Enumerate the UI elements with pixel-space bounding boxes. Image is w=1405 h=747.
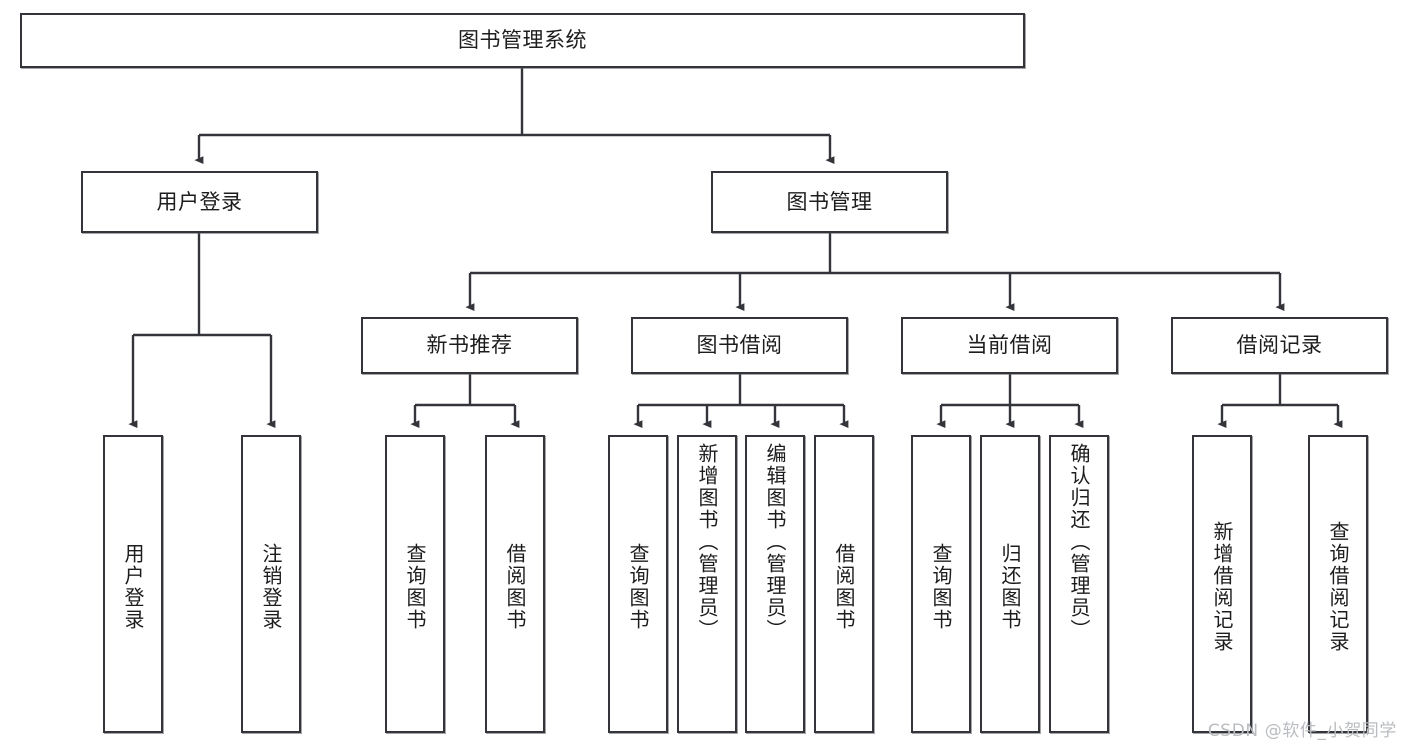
node-label: 借阅记录 [1236, 333, 1323, 358]
node-label: 借阅图书 [832, 543, 856, 631]
node-label: 当前借阅 [966, 333, 1053, 358]
node-book-management[interactable]: 图书管理 [711, 171, 948, 233]
node-label: 新增图书（管理员） [695, 443, 719, 641]
node-label: 新书推荐 [426, 333, 513, 358]
node-leaf-user-login[interactable]: 用户登录 [103, 435, 163, 733]
node-leaf-edit-book-admin[interactable]: 编辑图书（管理员） [745, 435, 805, 733]
node-label: 用户登录 [156, 189, 243, 214]
node-user-login[interactable]: 用户登录 [81, 171, 318, 233]
node-leaf-confirm-return-admin[interactable]: 确认归还（管理员） [1049, 435, 1109, 733]
node-leaf-borrow-search-book[interactable]: 查询图书 [608, 435, 668, 733]
node-label: 查询借阅记录 [1326, 521, 1350, 653]
node-label: 归还图书 [998, 543, 1022, 631]
node-borrow-record[interactable]: 借阅记录 [1171, 317, 1388, 374]
node-label: 图书管理系统 [458, 28, 587, 53]
node-new-book-recommend[interactable]: 新书推荐 [361, 317, 578, 374]
node-label: 借阅图书 [503, 543, 527, 631]
node-leaf-recommend-borrow-book[interactable]: 借阅图书 [485, 435, 545, 733]
node-leaf-add-book-admin[interactable]: 新增图书（管理员） [677, 435, 737, 733]
node-label: 注销登录 [259, 543, 283, 631]
node-label: 查询图书 [929, 543, 953, 631]
node-leaf-add-borrow-record[interactable]: 新增借阅记录 [1192, 435, 1252, 733]
node-current-borrow[interactable]: 当前借阅 [901, 317, 1118, 374]
node-leaf-current-search-book[interactable]: 查询图书 [911, 435, 971, 733]
node-label: 确认归还（管理员） [1067, 443, 1091, 641]
node-label: 查询图书 [626, 543, 650, 631]
node-root-system[interactable]: 图书管理系统 [20, 13, 1025, 68]
node-leaf-search-borrow-record[interactable]: 查询借阅记录 [1308, 435, 1368, 733]
node-leaf-logout[interactable]: 注销登录 [241, 435, 301, 733]
node-label: 用户登录 [121, 543, 145, 631]
node-leaf-return-book[interactable]: 归还图书 [980, 435, 1040, 733]
node-leaf-recommend-search-book[interactable]: 查询图书 [385, 435, 445, 733]
node-book-borrow[interactable]: 图书借阅 [631, 317, 848, 374]
node-label: 新增借阅记录 [1210, 521, 1234, 653]
node-label: 图书借阅 [696, 333, 783, 358]
node-leaf-borrow-book[interactable]: 借阅图书 [814, 435, 874, 733]
node-label: 查询图书 [403, 543, 427, 631]
node-label: 编辑图书（管理员） [763, 443, 787, 641]
node-label: 图书管理 [786, 189, 873, 214]
